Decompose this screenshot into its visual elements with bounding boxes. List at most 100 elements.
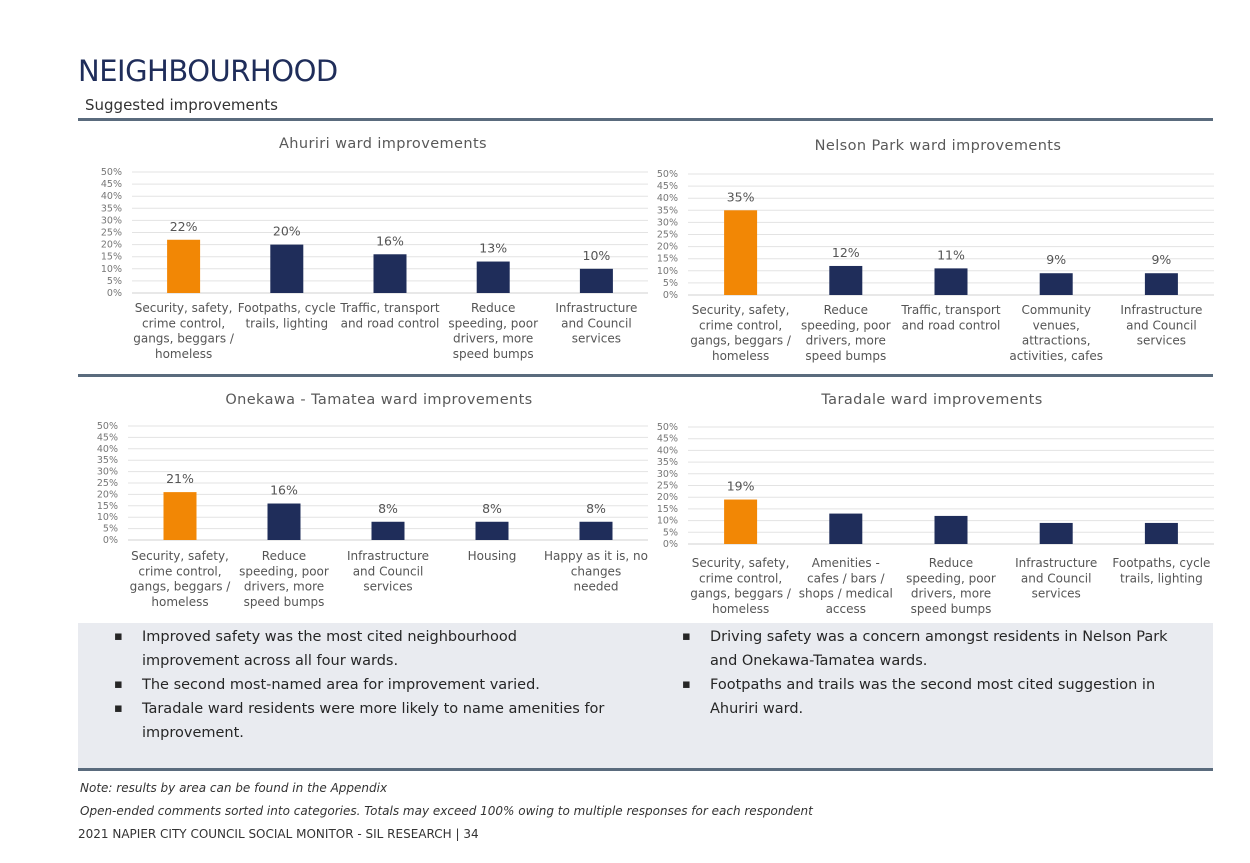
y-tick-label: 0% <box>663 539 678 550</box>
middle-divider <box>78 374 1213 377</box>
y-tick-label: 20% <box>657 242 678 253</box>
y-tick-label: 0% <box>663 290 678 301</box>
category-label: Footpaths, cycle <box>1112 556 1210 570</box>
data-label: 16% <box>376 233 404 248</box>
data-label: 11% <box>937 247 965 262</box>
category-label: speed bumps <box>244 595 325 609</box>
y-tick-label: 30% <box>657 469 678 480</box>
category-label: homeless <box>712 349 769 363</box>
category-label: crime control, <box>142 316 225 330</box>
bar <box>1039 273 1073 295</box>
y-tick-label: 20% <box>97 489 118 500</box>
y-tick-label: 40% <box>657 193 678 204</box>
y-tick-label: 20% <box>657 492 678 503</box>
y-tick-label: 10% <box>101 264 122 275</box>
category-label: gangs, beggars / <box>690 334 792 348</box>
page-title: NEIGHBOURHOOD <box>78 54 338 88</box>
category-label: Infrastructure <box>1120 303 1202 317</box>
y-tick-label: 40% <box>657 445 678 456</box>
bar <box>1039 522 1073 544</box>
category-label: drivers, more <box>806 334 886 348</box>
bar <box>476 261 510 293</box>
y-tick-label: 50% <box>657 422 678 433</box>
summary-panel: Improved safety was the most cited neigh… <box>78 623 1213 768</box>
category-label: Security, safety, <box>131 549 229 563</box>
category-label: homeless <box>151 595 208 609</box>
data-label: 8% <box>482 501 502 516</box>
summary-left-list: Improved safety was the most cited neigh… <box>78 625 618 745</box>
y-tick-label: 15% <box>657 254 678 265</box>
y-tick-label: 35% <box>657 205 678 216</box>
y-tick-label: 15% <box>657 504 678 515</box>
bar <box>1144 522 1178 544</box>
category-label: and Council <box>1126 318 1197 332</box>
category-label: Reduce <box>824 303 868 317</box>
page-footer: 2021 NAPIER CITY COUNCIL SOCIAL MONITOR … <box>78 827 479 841</box>
y-tick-label: 5% <box>107 276 122 287</box>
data-label: 10% <box>583 248 611 263</box>
y-tick-label: 15% <box>97 501 118 512</box>
y-tick-label: 40% <box>97 444 118 455</box>
data-label: 8% <box>378 501 398 516</box>
y-tick-label: 25% <box>101 228 122 239</box>
category-label: crime control, <box>699 571 782 585</box>
category-label: Infrastructure <box>1015 556 1097 570</box>
category-label: speeding, poor <box>906 571 996 585</box>
category-label: and Council <box>353 564 424 578</box>
category-label: trails, lighting <box>1120 571 1203 585</box>
chart-title: Nelson Park ward improvements <box>815 138 1062 154</box>
category-label: Infrastructure <box>347 549 429 563</box>
bar <box>934 515 968 544</box>
category-label: activities, cafes <box>1009 349 1103 363</box>
y-tick-label: 5% <box>103 524 118 535</box>
category-label: Traffic, transport <box>339 301 439 315</box>
category-label: services <box>1137 334 1186 348</box>
y-tick-label: 30% <box>101 215 122 226</box>
category-label: drivers, more <box>244 580 324 594</box>
category-label: speed bumps <box>911 602 992 616</box>
bar <box>267 503 301 540</box>
bar <box>829 265 863 295</box>
chart-svg: Nelson Park ward improvements50%45%40%35… <box>657 138 1214 363</box>
chart-svg: Onekawa - Tamatea ward improvements50%45… <box>97 392 648 609</box>
category-label: and Council <box>561 316 632 330</box>
category-label: Security, safety, <box>692 556 790 570</box>
y-tick-label: 45% <box>657 434 678 445</box>
category-label: speeding, poor <box>801 318 891 332</box>
summary-right-column: Driving safety was a concern amongst res… <box>646 625 1186 721</box>
summary-bullet: Improved safety was the most cited neigh… <box>78 625 618 673</box>
category-label: drivers, more <box>911 587 991 601</box>
category-label: services <box>1032 587 1081 601</box>
category-label: drivers, more <box>453 332 533 346</box>
bar <box>475 521 509 540</box>
y-tick-label: 0% <box>107 288 122 299</box>
data-label: 22% <box>170 219 198 234</box>
chart-svg: Ahuriri ward improvements50%45%40%35%30%… <box>101 136 648 361</box>
summary-bullet: Footpaths and trails was the second most… <box>646 673 1186 721</box>
category-label: Community <box>1021 303 1090 317</box>
data-label: 9% <box>1151 252 1171 267</box>
summary-bullet: The second most-named area for improveme… <box>78 673 618 697</box>
summary-left-column: Improved safety was the most cited neigh… <box>78 625 618 745</box>
y-tick-label: 40% <box>101 191 122 202</box>
data-label: 21% <box>166 471 194 486</box>
summary-right-list: Driving safety was a concern amongst res… <box>646 625 1186 721</box>
category-label: services <box>363 580 412 594</box>
y-tick-label: 35% <box>101 203 122 214</box>
chart-title: Ahuriri ward improvements <box>279 136 487 152</box>
y-tick-label: 25% <box>97 478 118 489</box>
category-label: speeding, poor <box>239 564 329 578</box>
data-label: 16% <box>270 483 298 498</box>
category-label: crime control, <box>699 318 782 332</box>
y-tick-label: 30% <box>657 217 678 228</box>
y-tick-label: 5% <box>663 527 678 538</box>
bar <box>579 268 613 293</box>
category-label: Happy as it is, no <box>544 549 648 563</box>
bar <box>579 521 613 540</box>
y-tick-label: 35% <box>97 455 118 466</box>
category-label: needed <box>574 580 619 594</box>
category-label: Traffic, transport <box>900 303 1000 317</box>
category-label: Reduce <box>262 549 306 563</box>
chart-title: Onekawa - Tamatea ward improvements <box>225 392 532 408</box>
